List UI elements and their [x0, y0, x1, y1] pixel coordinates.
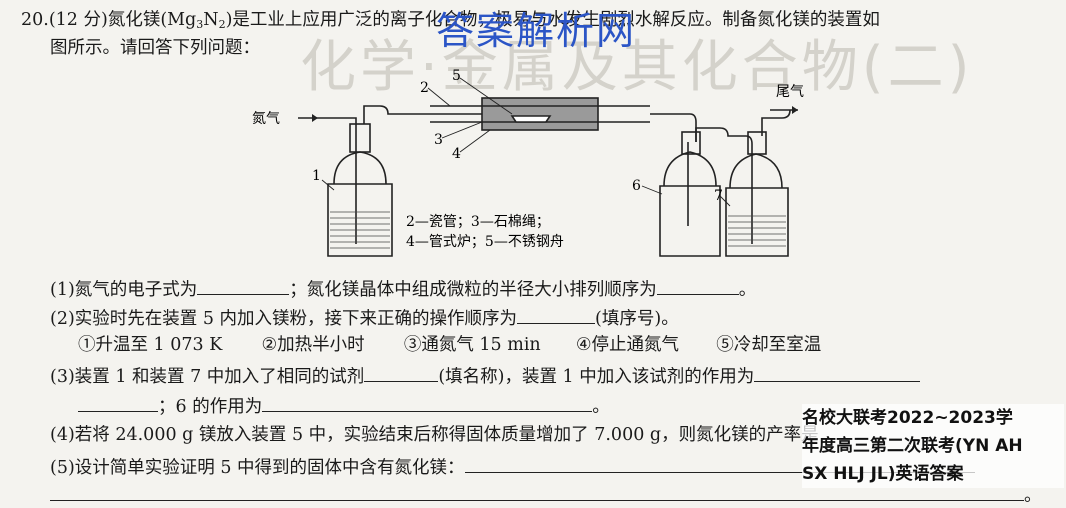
question-1: (1)氮气的电子式为 ；氮化镁晶体中组成微粒的半径大小排列顺序为 。: [50, 276, 756, 301]
exam-source-stamp: 名校大联考2022~2023学 年度高三第二次联考(YN AH SX HLJ J…: [802, 404, 1064, 488]
bottle-1-shoulder: [333, 151, 387, 185]
bottle-7-shoulder: [729, 153, 783, 189]
tube-furnace: [481, 97, 599, 131]
background-page-title: 化学·金属及其化合物(二): [300, 35, 974, 100]
label-num-3: 3: [434, 132, 443, 148]
question-header-line1: 20.(12 分)氮化镁(Mg3N2)是工业上应用广泛的离子化合物，极易与水发生…: [21, 9, 880, 36]
q5-blank-1[interactable]: [464, 454, 975, 473]
q2-option-5: ⑤冷却至室温: [716, 335, 822, 355]
bottle-1-inlet-tube: [318, 117, 357, 244]
subscript-2: 2: [218, 18, 226, 31]
question-3: (3)装置 1 和装置 7 中加入了相同的试剂 (填名称)，装置 1 中加入该试剂…: [50, 363, 921, 388]
q2-option-3: ③通氮气 15 min: [403, 335, 541, 355]
bottle-6: [659, 185, 721, 257]
q5-text-a: (5)设计简单实验证明 5 中得到的固体中含有氮化镁：: [50, 458, 465, 478]
question-text-1a: 20.(12 分)氮化镁(Mg: [21, 10, 197, 30]
q3-text-a: (3)装置 1 和装置 7 中加入了相同的试剂: [50, 367, 365, 387]
question-4: (4)若将 24.000 g 镁放入装置 5 中，实验结束后称得固体质量增加了 …: [50, 424, 819, 446]
label-num-6: 6: [632, 178, 641, 194]
q1-blank-2[interactable]: [656, 276, 739, 295]
bottle-7-outlet: [761, 109, 791, 136]
question-5: (5)设计简单实验证明 5 中得到的固体中含有氮化镁：: [50, 454, 975, 479]
q3-blank-4[interactable]: [262, 393, 593, 412]
subscript-3: 3: [196, 18, 204, 31]
bottle-7: [725, 187, 789, 257]
label-num-1: 1: [312, 168, 321, 184]
question-5-cont: 。: [50, 482, 1042, 507]
tube-to-bottle-7: [695, 127, 753, 145]
bottle-1: [327, 183, 393, 257]
q2-options: ①升温至 1 073 K ②加热半小时 ③通氮气 15 min ④停止通氮气 ⑤…: [78, 334, 821, 356]
q1-text-c: 。: [738, 280, 757, 300]
outlet-arrowhead: [792, 106, 798, 114]
question-3-cont: ；6 的作用为 。: [78, 393, 610, 418]
end-mark: 。: [1024, 486, 1042, 506]
steel-boat: [510, 115, 552, 123]
bottle-6-neck: [681, 131, 701, 155]
q3-text-b: (填名称)，装置 1 中加入该试剂的作用为: [438, 367, 755, 387]
q2-blank[interactable]: [517, 305, 596, 324]
q3b-text-b: 。: [592, 397, 610, 417]
label-num-4: 4: [452, 146, 461, 162]
legend-line-1: 2—瓷管；3—石棉绳；: [406, 213, 550, 230]
bottle-6-shoulder: [663, 151, 717, 187]
apparatus-svg: 氮气 尾气 1 2 3 4 5 6 7 2—瓷管；3—石棉绳； 4—管式炉；5—…: [252, 68, 804, 257]
q1-text-b: ；氮化镁晶体中组成微粒的半径大小排列顺序为: [289, 280, 657, 300]
bottle-7-neck: [747, 131, 767, 155]
legend-line-2: 4—管式炉；5—不锈钢舟: [406, 234, 564, 250]
q3-blank-1[interactable]: [364, 363, 439, 382]
q5-blank-2[interactable]: [50, 482, 1024, 501]
question-2: (2)实验时先在装置 5 内加入镁粉，接下来正确的操作顺序为 (填序号)。: [50, 305, 679, 330]
tail-gas-label: 尾气: [776, 84, 804, 100]
question-text-1c: )是工业上应用广泛的离子化合物，极易与水发生剧烈水解反应。制备氮化镁的装置如: [225, 10, 880, 30]
q2-text-b: (填序号)。: [595, 309, 679, 329]
q3b-text-a: ；6 的作用为: [158, 397, 263, 417]
q1-blank-1[interactable]: [197, 276, 290, 295]
apparatus-diagram: 氮气 尾气 1 2 3 4 5 6 7 2—瓷管；3—石棉绳； 4—管式炉；5—…: [250, 66, 810, 276]
nitrogen-label: 氮气: [252, 111, 280, 127]
stamp-line-1: 名校大联考2022~2023学: [802, 408, 1013, 428]
bottle-1-outlet-tube: [363, 105, 400, 124]
question-header-line2: 图所示。请回答下列问题：: [50, 38, 260, 58]
watermark-text: 答案解析网: [436, 9, 637, 53]
label-num-5: 5: [452, 68, 461, 84]
tube-to-bottle-6: [670, 113, 697, 142]
stamp-line-3: SX HLJ JL)英语答案: [802, 464, 964, 484]
inlet-arrowhead: [312, 114, 318, 122]
question-text-1b: N: [203, 10, 219, 30]
bottle-1-neck: [349, 123, 371, 153]
q3-blank-3[interactable]: [78, 393, 158, 412]
q2-text-a: (2)实验时先在装置 5 内加入镁粉，接下来正确的操作顺序为: [50, 309, 518, 329]
label-num-2: 2: [420, 80, 429, 96]
q1-text-a: (1)氮气的电子式为: [50, 280, 198, 300]
q2-option-1: ①升温至 1 073 K: [78, 335, 223, 355]
q2-option-2: ②加热半小时: [261, 335, 365, 355]
label-num-7: 7: [714, 188, 723, 204]
q2-option-4: ④停止通氮气: [575, 335, 680, 355]
stamp-line-2: 年度高三第二次联考(YN AH: [802, 436, 1023, 456]
q4-text-a: (4)若将 24.000 g 镁放入装置 5 中，实验结束后称得固体质量增加了 …: [50, 425, 819, 445]
q3-blank-2[interactable]: [754, 363, 921, 382]
